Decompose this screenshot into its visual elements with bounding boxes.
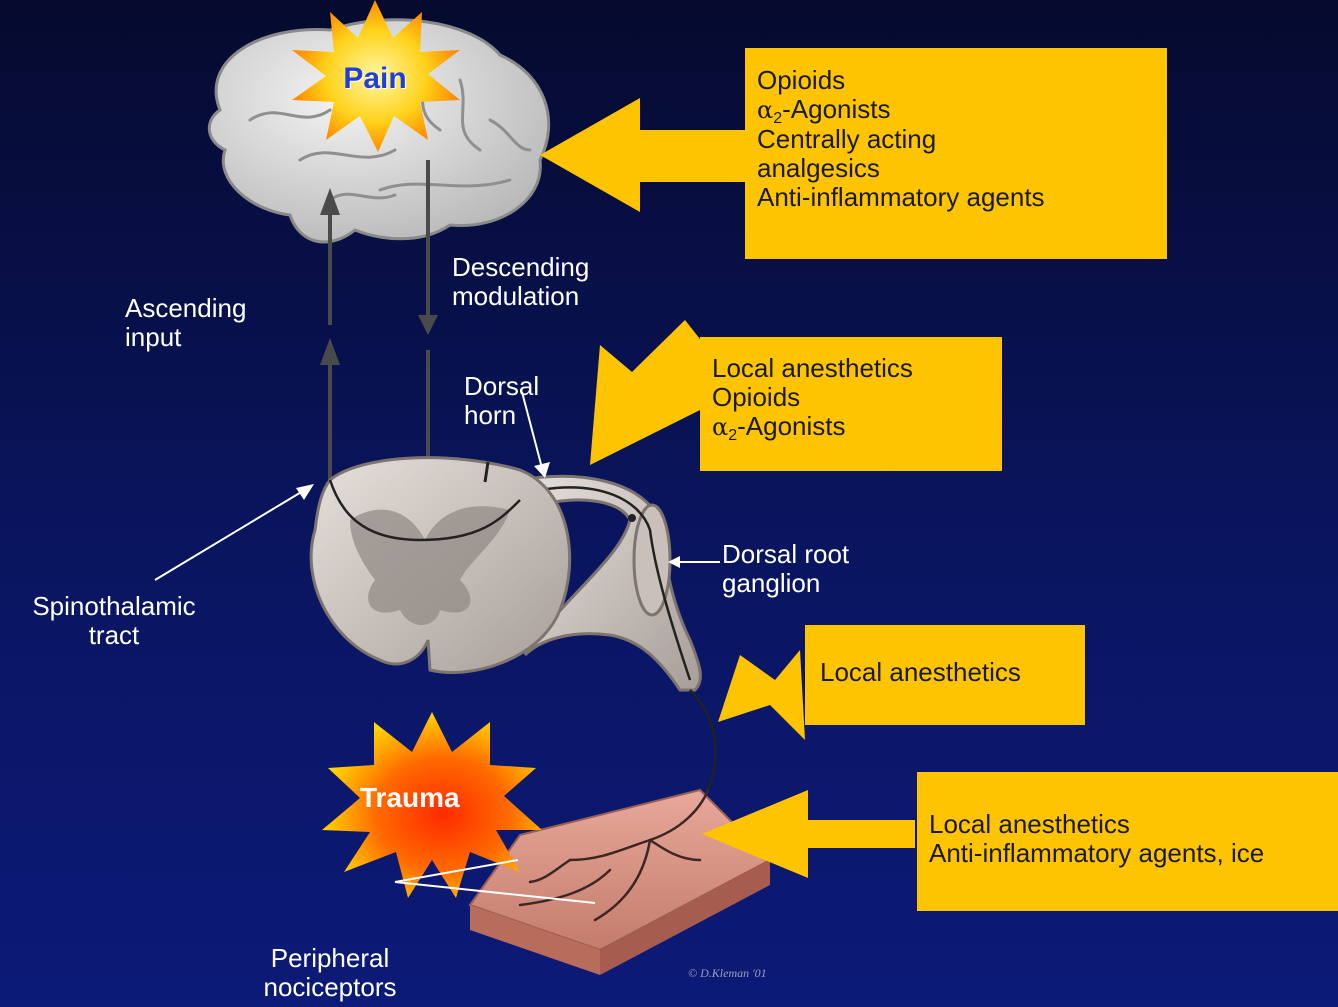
spinal-cord	[311, 458, 570, 673]
dh-treatment-alpha2: α2-Agonists	[712, 412, 1002, 442]
brain-treatment-opioids: Opioids	[757, 66, 1167, 95]
dorsal-root-ganglion-label: Dorsal root ganglion	[722, 540, 849, 598]
dorsal-horn-line-1: Dorsal	[464, 372, 539, 401]
descending-line-2: modulation	[452, 282, 589, 311]
ascending-input-label: Ascending input	[125, 294, 246, 352]
periphery-treatment-local: Local anesthetics	[929, 810, 1338, 839]
nerve-treatment-local: Local anesthetics	[820, 658, 1085, 687]
peripheral-line-1: Peripheral	[245, 944, 415, 973]
periphery-treatment-antiinflammatory: Anti-inflammatory agents, ice	[929, 839, 1338, 868]
periphery-treatments-box: Local anesthetics Anti-inflammatory agen…	[917, 772, 1338, 911]
ascending-line-2: input	[125, 323, 246, 352]
alpha-symbol: α	[712, 413, 728, 441]
brain-pointer-arrow	[540, 98, 752, 212]
alpha-symbol: α	[757, 96, 773, 124]
nerve-pointer-arrow	[718, 650, 805, 740]
agonists-text: -Agonists	[782, 94, 890, 124]
spinothalamic-tract-label: Spinothalamic tract	[8, 592, 220, 650]
dorsal-horn-label: Dorsal horn	[464, 372, 539, 430]
dorsal-horn-treatments-box: Local anesthetics Opioids α2-Agonists	[700, 337, 1002, 471]
spinothalamic-line-1: Spinothalamic	[8, 592, 220, 621]
nerve-treatments-box: Local anesthetics	[805, 625, 1085, 725]
drg-line-1: Dorsal root	[722, 540, 849, 569]
brain-treatment-central-1: Centrally acting	[757, 125, 1167, 154]
brain-treatments-box: Opioids α2-Agonists Centrally acting ana…	[745, 48, 1167, 259]
brain-treatment-central-2: analgesics	[757, 154, 1167, 183]
descending-modulation-label: Descending modulation	[452, 253, 589, 311]
brain-treatment-alpha2: α2-Agonists	[757, 95, 1167, 125]
spinothalamic-line-2: tract	[8, 621, 220, 650]
trauma-label: Trauma	[360, 782, 460, 814]
copyright-mark: © D.Kleman '01	[688, 966, 767, 981]
alpha-subscript: 2	[728, 427, 737, 444]
dh-treatment-local: Local anesthetics	[712, 354, 1002, 383]
descending-line-1: Descending	[452, 253, 589, 282]
pain-label: Pain	[330, 62, 420, 96]
dorsal-horn-line-2: horn	[464, 401, 539, 430]
dh-treatment-opioids: Opioids	[712, 383, 1002, 412]
peripheral-line-2: nociceptors	[245, 973, 415, 1002]
brain-treatment-antiinflammatory: Anti-inflammatory agents	[757, 183, 1167, 212]
drg-line-2: ganglion	[722, 569, 849, 598]
agonists-text: -Agonists	[737, 411, 845, 441]
ascending-line-1: Ascending	[125, 294, 246, 323]
peripheral-nociceptors-label: Peripheral nociceptors	[245, 944, 415, 1002]
